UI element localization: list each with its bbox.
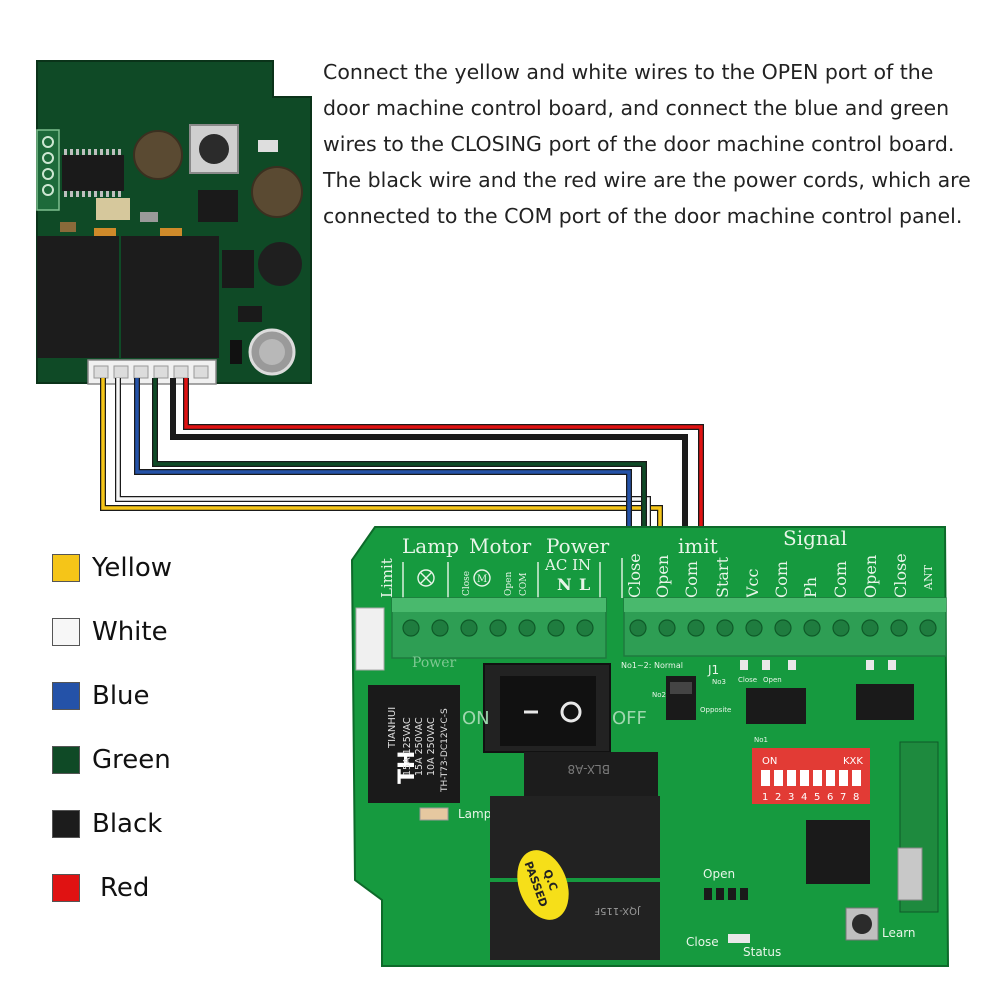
legend-swatch — [52, 874, 80, 902]
power-print: Power — [412, 655, 457, 671]
svg-text:M: M — [477, 574, 487, 585]
svg-text:BLX-A8: BLX-A8 — [568, 762, 610, 776]
legend-label: Blue — [92, 681, 150, 711]
svg-text:No2: No2 — [652, 691, 666, 699]
svg-text:8: 8 — [853, 792, 859, 803]
svg-text:1: 1 — [762, 792, 768, 803]
open-led-label: Open — [703, 867, 735, 881]
header-motor: Motor — [469, 534, 532, 558]
control-board: Lamp Motor Power AC IN N L imit Signal L… — [350, 526, 950, 967]
header-power: Power — [546, 534, 610, 558]
svg-text:7: 7 — [840, 792, 846, 803]
legend-swatch — [52, 554, 80, 582]
svg-text:10A 250VAC: 10A 250VAC — [426, 717, 437, 776]
wire-blue — [135, 378, 631, 550]
qc-passed-sticker: Q.C PASSED — [517, 850, 569, 920]
jumper-mode-label: No1~2: Normal — [621, 661, 683, 670]
legend-label: Red — [100, 873, 150, 903]
terminal-com2-label: Com — [772, 561, 791, 598]
wire-black — [171, 378, 687, 550]
svg-text:ON: ON — [762, 756, 777, 767]
wires — [100, 378, 704, 550]
power-switch: ON OFF — [462, 663, 647, 753]
header-lamp: Lamp — [402, 534, 459, 558]
terminal-close2-label: Close — [891, 553, 910, 598]
switch-on-label: ON — [462, 708, 490, 729]
svg-text:KXK: KXK — [843, 756, 863, 767]
legend-swatch — [52, 746, 80, 774]
wire-red — [184, 378, 703, 550]
jumper-label: J1 — [707, 663, 719, 677]
svg-text:TIANHUI: TIANHUI — [387, 707, 398, 749]
wire-green — [153, 378, 646, 550]
header-ac-in: AC IN — [544, 556, 591, 574]
limit-side-label: Limit — [378, 558, 396, 598]
terminal-com-label: Com — [682, 561, 701, 598]
tianhui-relay: TH TIANHUI 15A 125VAC 15A 250VAC 10A 250… — [368, 685, 460, 803]
legend-swatch — [52, 810, 80, 838]
svg-text:15A 125VAC: 15A 125VAC — [402, 717, 413, 776]
terminal-labels: Close Open Com Start Vcc Com Ph Com Open… — [625, 553, 935, 599]
svg-text:No1: No1 — [754, 736, 768, 744]
svg-text:4: 4 — [801, 792, 807, 803]
svg-text:Opposite: Opposite — [700, 706, 731, 714]
terminal-ph-label: Ph — [801, 577, 820, 598]
wire-white — [116, 378, 650, 550]
lamp-label: Lamp — [458, 807, 491, 821]
learn-button-label: Learn — [882, 926, 916, 940]
terminal-open2-label: Open — [861, 555, 880, 598]
legend-swatch — [52, 618, 80, 646]
legend-label: Green — [92, 745, 171, 775]
legend-label: Black — [92, 809, 163, 839]
svg-text:5: 5 — [814, 792, 820, 803]
svg-text:Close: Close — [738, 676, 757, 684]
terminal-vcc-label: Vcc — [743, 568, 762, 599]
header-limit: imit — [678, 534, 718, 558]
terminal-start-label: Start — [713, 556, 732, 598]
svg-text:Open: Open — [763, 676, 782, 684]
terminal-open-label: Open — [653, 555, 672, 598]
svg-text:2: 2 — [775, 792, 781, 803]
legend-swatch — [52, 682, 80, 710]
instructions-text: Connect the yellow and white wires to th… — [323, 60, 971, 228]
receiver-module — [36, 60, 312, 385]
terminal-ant-label: ANT — [922, 564, 935, 591]
legend-label: White — [92, 617, 168, 647]
switch-off-label: OFF — [612, 708, 647, 729]
svg-text:Open: Open — [504, 572, 514, 596]
status-led-label: Status — [743, 945, 781, 959]
dip-switch: ON KXK 1 2 3 4 5 6 7 8 — [752, 748, 870, 804]
svg-text:6: 6 — [827, 792, 833, 803]
svg-text:Close: Close — [462, 571, 472, 596]
close-led-label: Close — [686, 935, 719, 949]
svg-text:15A 250VAC: 15A 250VAC — [414, 717, 425, 776]
header-l: L — [579, 575, 590, 594]
svg-text:JQX-115F: JQX-115F — [594, 905, 641, 916]
svg-text:TH: TH — [395, 751, 420, 784]
header-signal: Signal — [783, 526, 847, 550]
svg-text:TH-T73-DC12V-C-S: TH-T73-DC12V-C-S — [440, 708, 450, 793]
svg-text:No3: No3 — [712, 678, 726, 686]
svg-text:3: 3 — [788, 792, 794, 803]
legend-label: Yellow — [92, 553, 173, 583]
header-n: N — [557, 575, 572, 594]
svg-text:COM: COM — [519, 573, 529, 596]
terminal-com3-label: Com — [831, 561, 850, 598]
terminal-close-label: Close — [625, 553, 644, 598]
